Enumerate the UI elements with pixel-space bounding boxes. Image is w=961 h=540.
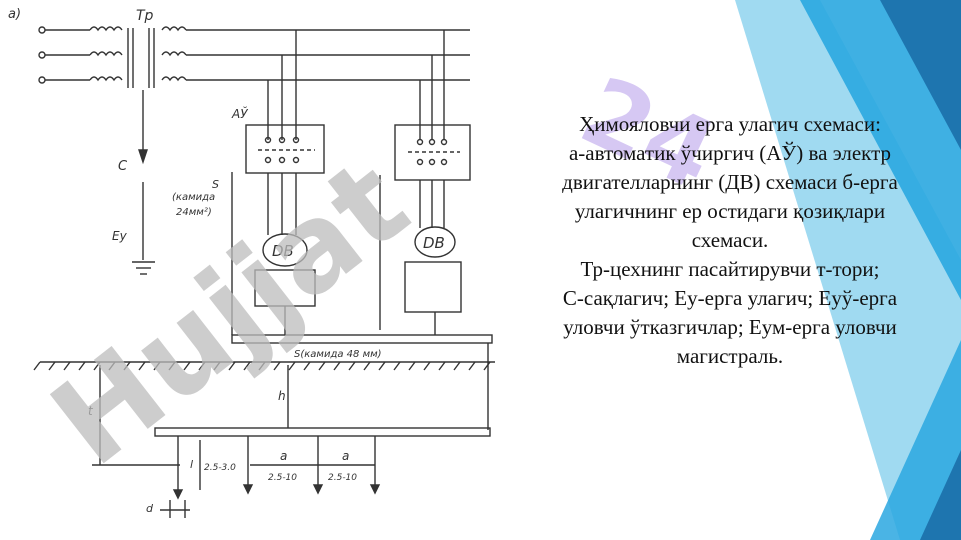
depth-h-label: h [278, 389, 286, 403]
facet-light [735, 0, 961, 540]
cable-label-1: S [212, 178, 219, 191]
bus-label: S(камида 48 мм) [294, 349, 382, 360]
depth-t-label: t [88, 404, 94, 418]
grounding-schematic: а) Тр АЎ С Еу S (камида 24мм²) DB DB S(к… [8, 7, 495, 518]
transformer-label: Тр [136, 8, 154, 24]
rod-d-label: d [146, 502, 154, 515]
breaker-label: АЎ [231, 106, 248, 121]
rod-l-label: l [190, 458, 193, 471]
caption-line-8: уловчи ўтказгичлар; Еум-ерга уловчи [563, 315, 897, 339]
fig-label: а) [8, 7, 21, 22]
spacing-a2-label: a [342, 449, 349, 463]
facet-bottom [870, 340, 961, 540]
cable-section-1: (камида [172, 192, 215, 203]
caption-line-6: Тр-цехнинг пасайтирувчи т-тори; [580, 257, 880, 281]
motor-label-2: DB [423, 234, 445, 252]
caption: Ҳимояловчи ерга улагич схемаси: а-автома… [500, 110, 960, 371]
spacing-a2-range: 2.5-10 [328, 473, 357, 483]
caption-line-4: улагичнинг ер остидаги қозиқлари [574, 199, 886, 223]
caption-line-7: С-сақлагич; Еу-ерга улагич; Еуў-ерга [562, 286, 898, 310]
spacing-a1-range: 2.5-10 [268, 473, 297, 483]
caption-line-9: магистраль. [676, 344, 784, 368]
motor-label-1: DB [272, 242, 294, 260]
caption-line-3: двигателларнинг (ДВ) схемаси б-ерга [562, 170, 898, 194]
cable-section-2: 24мм²) [176, 207, 212, 218]
fuse-label: С [118, 159, 128, 174]
caption-line-2: а-автоматик ўчиргич (АЎ) ва электр [568, 141, 892, 165]
spacing-a1-label: a [280, 449, 287, 463]
facet-bottom-dark [920, 450, 961, 540]
caption-line-5: схемаси. [691, 228, 769, 252]
caption-line-1: Ҳимояловчи ерга улагич схемаси: [579, 112, 881, 136]
earth-label: Еу [112, 229, 128, 243]
facet-dark [880, 0, 961, 150]
rod-l-range: 2.5-3.0 [204, 463, 236, 473]
